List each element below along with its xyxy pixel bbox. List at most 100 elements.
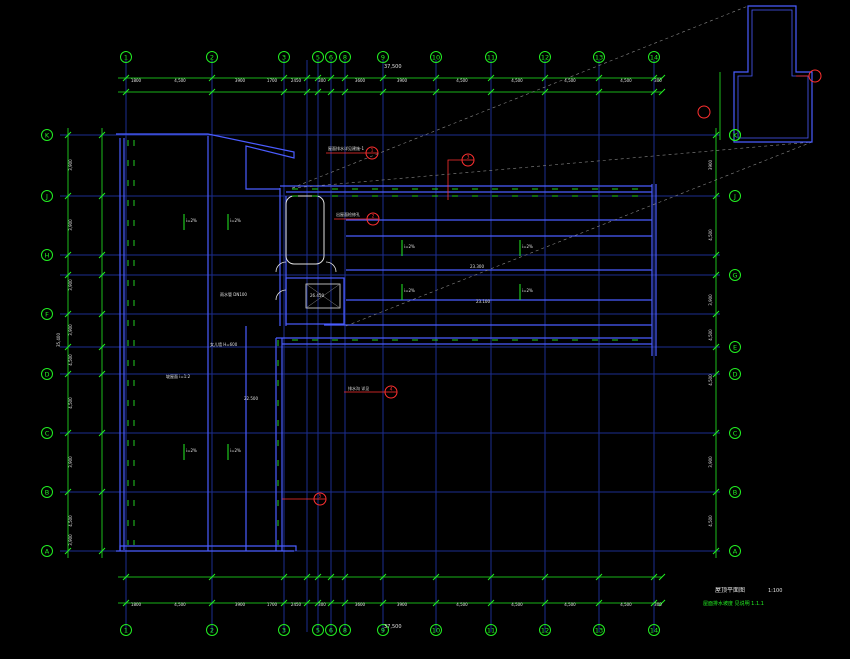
dimension-tick [379, 599, 387, 607]
axis-bubble [539, 51, 551, 63]
dimension-tick [712, 131, 720, 139]
door-swing [275, 289, 287, 301]
stair-enclosure [285, 277, 345, 325]
dimension-left-label: 3,900 [68, 324, 73, 336]
dimension-tick [327, 88, 335, 96]
wall-line [276, 337, 652, 345]
dimension-tick [432, 74, 440, 82]
axis-bubble-label: J [45, 193, 48, 201]
axis-bubble-label: G [732, 272, 737, 280]
dimension-top-label: 3600 [355, 78, 366, 83]
dimension-left-label: 3,900 [68, 219, 73, 231]
dimension-top-label: 4,500 [511, 78, 523, 83]
axis-bubble [41, 368, 53, 380]
dimension-left-label: 3,900 [68, 456, 73, 468]
dimension-tick [487, 599, 495, 607]
door-swing [325, 261, 337, 273]
dimension-tick [327, 573, 335, 581]
dimension-left-label: 4,500 [68, 354, 73, 366]
dimension-tick [98, 192, 106, 200]
dimension-tick [658, 599, 666, 607]
dimension-tick [303, 573, 311, 581]
axis-bubble [377, 624, 389, 636]
dimension-tick [650, 599, 658, 607]
axis-bubble [206, 51, 218, 63]
leader-line [447, 159, 462, 200]
dimension-tick [341, 599, 349, 607]
detail-inset: K [291, 5, 822, 327]
axis-bubble-label: 5 [316, 627, 320, 635]
axis-bubble-label: 2 [210, 627, 214, 635]
dimension-top-label: 4,500 [456, 78, 468, 83]
axis-bubble-label: 12 [541, 627, 549, 635]
axis-bubble [593, 51, 605, 63]
dimension-bottom-label: 3900 [397, 602, 408, 607]
dimension-tick [122, 573, 130, 581]
axis-bubble [729, 341, 741, 353]
dimension-bottom-label: 4,500 [456, 602, 468, 607]
wall-line [116, 133, 295, 190]
axis-bubble [593, 624, 605, 636]
roof-access-shaft [285, 195, 325, 265]
dimension-tick [303, 74, 311, 82]
equipment-base [305, 283, 341, 309]
dimension-bottom-label: 3600 [355, 602, 366, 607]
equipment-cross [305, 283, 341, 309]
axis-bubble-label: E [733, 344, 737, 352]
dimension-tick [595, 573, 603, 581]
axis-bubble [41, 427, 53, 439]
dimension-tick [379, 74, 387, 82]
axis-bubble [729, 486, 741, 498]
axis-bubble [729, 368, 741, 380]
axis-bubble-label: 9 [381, 627, 385, 635]
axis-bubble [485, 51, 497, 63]
dimension-tick [541, 88, 549, 96]
dimension-right-label: 4,500 [708, 329, 713, 341]
dimension-tick [379, 88, 387, 96]
dimension-tick [658, 573, 666, 581]
axis-bubble-label: K [733, 132, 738, 140]
axis-bubble [377, 51, 389, 63]
axis-bubble [41, 486, 53, 498]
dimension-tick [432, 599, 440, 607]
axis-bubble [729, 427, 741, 439]
callout-text: 排水沟 详见 [348, 385, 369, 391]
axis-bubble [729, 190, 741, 202]
axis-bubble [729, 545, 741, 557]
dimension-left-label: 4,500 [68, 397, 73, 409]
dimension-tick [98, 370, 106, 378]
projection-line [291, 5, 749, 189]
axis-bubble-label: B [45, 489, 49, 497]
axis-bubble [325, 51, 337, 63]
dimension-tick [98, 343, 106, 351]
dimension-tick [98, 271, 106, 279]
axis-bubble [312, 51, 324, 63]
dimension-tick [64, 251, 72, 259]
axis-bubble [41, 190, 53, 202]
axis-bubble-label: 8 [343, 54, 347, 62]
dimension-tick [341, 573, 349, 581]
dimension-bottom-label: 4,500 [564, 602, 576, 607]
dimension-tick [712, 251, 720, 259]
dimension-tick [712, 343, 720, 351]
dimension-right-label: 4,500 [708, 229, 713, 241]
dimension-tick [712, 370, 720, 378]
slope-label: i=2% [230, 448, 241, 453]
dimension-tick [122, 599, 130, 607]
dimension-tick [280, 599, 288, 607]
axis-bubble-label: H [45, 252, 50, 260]
dimension-bottom-label: 4,500 [620, 602, 632, 607]
axis-bubble [41, 308, 53, 320]
annotations: i=2%i=2%i=2%i=2%i=2%i=2%i=2%i=2%屋面排水详见建施… [166, 145, 533, 506]
dimension-tick [650, 74, 658, 82]
detail-ref-number: 3 [467, 155, 470, 161]
dimension-tick [303, 88, 311, 96]
dimension-top-label: 300 [654, 78, 662, 83]
building-outline [116, 133, 657, 552]
dimension-tick [595, 74, 603, 82]
callout-text: 坡屋面 i=1:2 [166, 373, 191, 379]
axis-bubble-label: 6 [329, 627, 333, 635]
dimension-tick [379, 573, 387, 581]
slope-label: i=2% [230, 218, 241, 223]
dimension-bottom-label: 1700 [267, 602, 278, 607]
